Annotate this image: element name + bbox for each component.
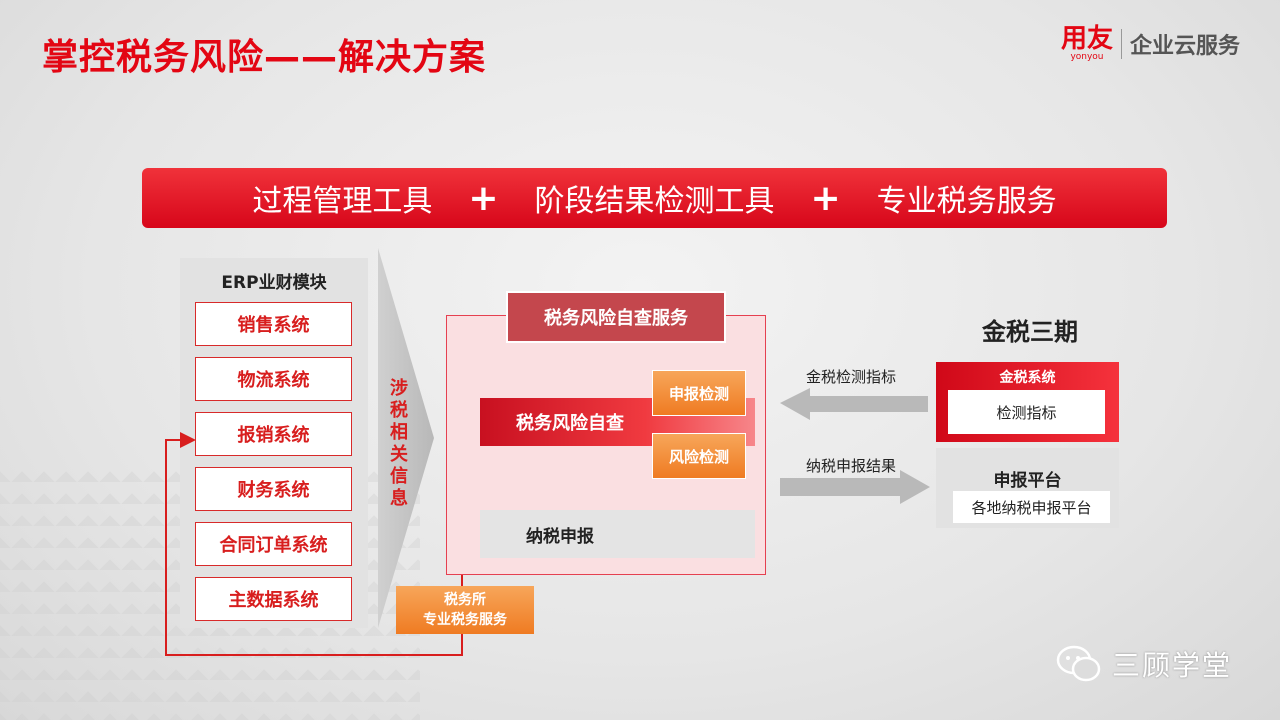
erp-title: ERP业财模块 [221, 273, 327, 293]
plus-icon: + [468, 177, 499, 219]
logo-tagline: 企业云服务 [1129, 34, 1240, 59]
banner-item-process-tools: 过程管理工具 [252, 184, 433, 219]
golden-tax-title: 金税三期 [982, 318, 1078, 346]
plus-icon: + [810, 177, 841, 219]
system-box-reimbursement: 报销系统 [195, 412, 352, 456]
wechat-watermark: 三顾学堂 [1056, 644, 1232, 684]
declare-platform-title: 申报平台 [993, 471, 1062, 491]
tax-info-label: 涉税相关信息 [387, 378, 408, 510]
declare-arrow-label: 纳税申报结果 [806, 457, 897, 475]
banner-item-detection-tools: 阶段结果检测工具 [534, 184, 775, 219]
logo-divider [1120, 29, 1122, 59]
system-box-logistics: 物流系统 [195, 357, 352, 401]
system-box-finance: 财务系统 [195, 467, 352, 511]
jinshui-arrow-label: 金税检测指标 [806, 368, 897, 386]
declare-platform-sub: 各地纳税申报平台 [953, 491, 1110, 523]
solution-banner: 过程管理工具 + 阶段结果检测工具 + 专业税务服务 [142, 168, 1167, 228]
wechat-icon [1056, 645, 1101, 682]
risk-check-box: 风险检测 [652, 433, 746, 479]
indicator-box: 检测指标 [948, 390, 1105, 434]
declare-check-box: 申报检测 [652, 370, 746, 416]
system-box-sales: 销售系统 [195, 302, 352, 346]
logo-brand-sub: yonyou [1070, 52, 1104, 62]
slide-title: 掌控税务风险——解决方案 [42, 37, 487, 78]
watermark-text: 三顾学堂 [1112, 649, 1233, 682]
golden-tax-system-label: 金税系统 [999, 370, 1056, 386]
tax-firm-box: 税务所 专业税务服务 [396, 586, 534, 634]
tax-firm-name: 税务所 [444, 592, 486, 608]
self-check-service-header: 税务风险自查服务 [506, 291, 726, 343]
tax-firm-service: 专业税务服务 [423, 612, 507, 628]
banner-item-tax-services: 专业税务服务 [876, 184, 1057, 219]
logo-brand: 用友 [1060, 24, 1113, 54]
yonyou-logo: 用友 yonyou 企业云服务 [1061, 26, 1240, 62]
system-box-contract-order: 合同订单系统 [195, 522, 352, 566]
flow-arrow-icon [378, 248, 434, 628]
system-box-master-data: 主数据系统 [195, 577, 352, 621]
tax-filing-box: 纳税申报 [480, 510, 755, 558]
